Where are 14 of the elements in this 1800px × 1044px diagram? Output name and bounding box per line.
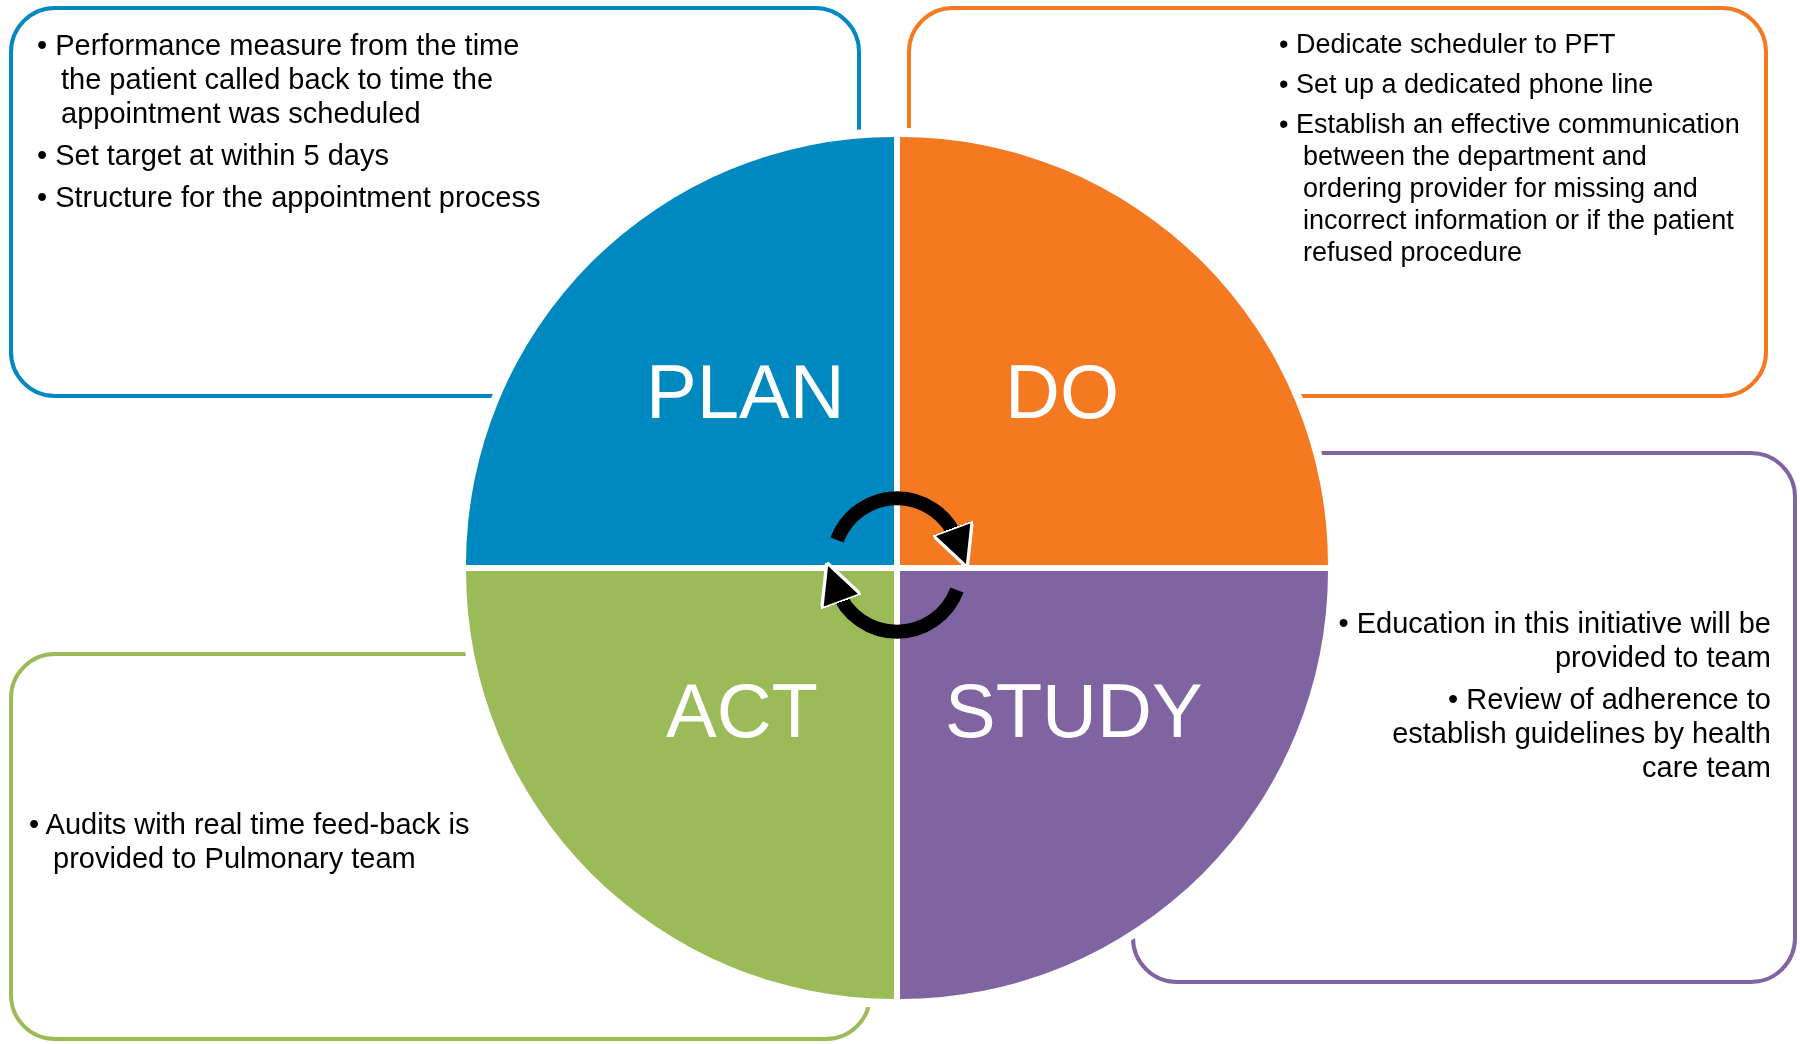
quadrant-title: PLAN — [646, 352, 845, 432]
bullet-text: • Dedicate scheduler to PFT — [1279, 28, 1617, 60]
text-panel — [9, 652, 872, 1041]
quadrant-title: ACT — [666, 671, 818, 751]
bullet-text: • Performance measure from the time the patient called back to time the appointment was scheduled — [37, 28, 521, 130]
quadrant-title: DO — [1005, 352, 1119, 432]
bullet-text: • Set target at within 5 days — [37, 138, 390, 172]
bullet-text: • Structure for the appointment process — [37, 180, 542, 214]
bullet-text: • Education in this initiative will be provided to team — [1337, 606, 1771, 674]
bullet-text: • Audits with real time feed-back is provided to Pulmonary team — [29, 807, 471, 875]
bullet-text: • Establish an effective communication between the department and ordering provider for missing and incorrect information or if the patient refused procedure — [1279, 108, 1741, 268]
bullet-text: • Set up a dedicated phone line — [1279, 68, 1655, 100]
bullet-text: • Review of adherence to establish guidelines by health care team — [1391, 682, 1771, 784]
quadrant-title: STUDY — [945, 671, 1203, 751]
